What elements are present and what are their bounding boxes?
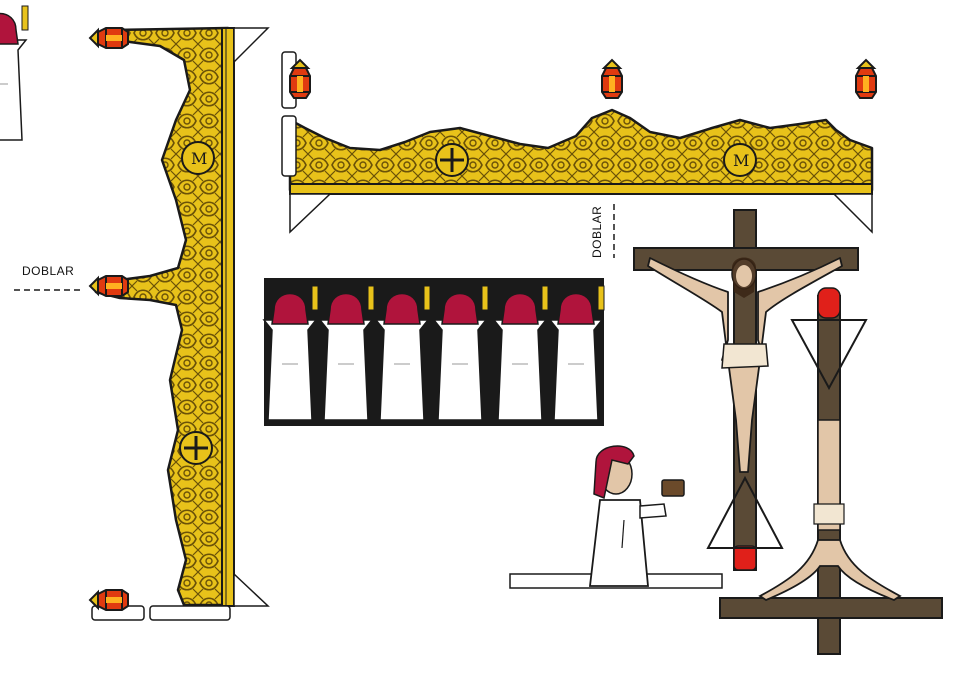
lantern-icon bbox=[89, 589, 129, 611]
lantern-icon bbox=[601, 59, 623, 99]
cross-back-icon bbox=[719, 287, 943, 655]
left-canopy-band: M bbox=[91, 26, 270, 621]
svg-text:M: M bbox=[191, 149, 207, 168]
kneeling-figure-icon bbox=[509, 445, 723, 589]
fold-label-top: DOBLAR bbox=[590, 205, 604, 258]
lantern-icon bbox=[855, 59, 877, 99]
lantern-icon bbox=[89, 27, 129, 49]
lantern-icon bbox=[289, 59, 311, 99]
crucifix-icon bbox=[633, 209, 859, 571]
svg-text:M: M bbox=[733, 151, 749, 170]
lantern-icon bbox=[89, 275, 129, 297]
fold-label-left: DOBLAR bbox=[22, 264, 75, 278]
top-canopy-band: M bbox=[281, 51, 874, 234]
